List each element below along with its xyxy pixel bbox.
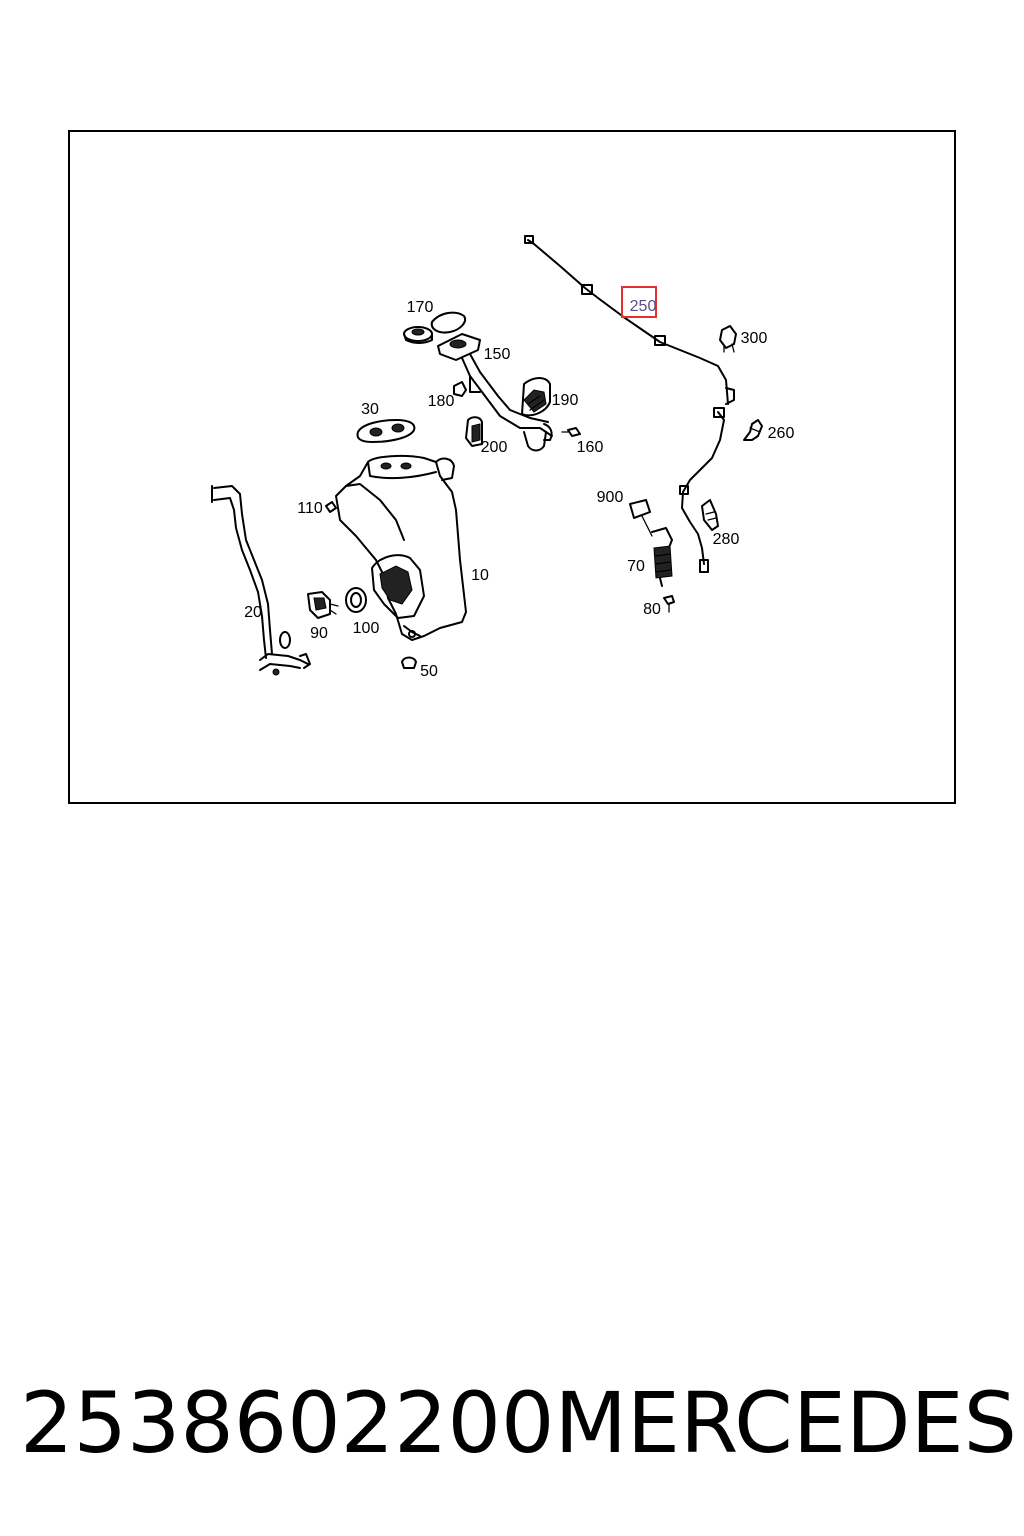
callout-900[interactable]: 900 bbox=[597, 489, 624, 506]
part-160-screw[interactable] bbox=[561, 427, 581, 437]
part-180-fastener[interactable] bbox=[453, 381, 467, 397]
part-110-screw[interactable] bbox=[325, 501, 337, 513]
callout-180[interactable]: 180 bbox=[428, 393, 455, 410]
callout-190[interactable]: 190 bbox=[552, 392, 579, 409]
callout-20[interactable]: 20 bbox=[244, 604, 262, 621]
diagram-frame bbox=[68, 130, 956, 804]
callout-10[interactable]: 10 bbox=[471, 567, 489, 584]
part-90-sensor[interactable] bbox=[307, 591, 339, 619]
callout-280[interactable]: 280 bbox=[713, 531, 740, 548]
part-20-tube[interactable] bbox=[211, 485, 311, 676]
highlight-box-250 bbox=[621, 286, 657, 318]
callout-110[interactable]: 110 bbox=[297, 500, 323, 517]
part-300-clip[interactable] bbox=[719, 325, 737, 353]
caption-bar: 2538602200 MERCEDES bbox=[20, 1368, 1017, 1478]
part-170-seal[interactable] bbox=[430, 311, 466, 334]
callout-300[interactable]: 300 bbox=[741, 330, 768, 347]
callout-50[interactable]: 50 bbox=[420, 663, 438, 680]
part-number: 2538602200 bbox=[20, 1374, 555, 1472]
brand-name: MERCEDES bbox=[554, 1374, 1017, 1472]
callout-80[interactable]: 80 bbox=[643, 601, 661, 618]
callout-250[interactable]: 250 bbox=[630, 298, 657, 315]
callout-200[interactable]: 200 bbox=[481, 439, 508, 456]
callout-260[interactable]: 260 bbox=[768, 425, 795, 442]
part-70-pump[interactable] bbox=[651, 527, 673, 587]
callout-70[interactable]: 70 bbox=[627, 558, 645, 575]
part-190-shield[interactable] bbox=[521, 377, 551, 417]
callout-30[interactable]: 30 bbox=[361, 401, 379, 418]
part-900-connector[interactable] bbox=[629, 499, 653, 537]
part-280-connector[interactable] bbox=[701, 499, 719, 531]
part-80-screw[interactable] bbox=[663, 595, 675, 613]
callout-90[interactable]: 90 bbox=[310, 625, 328, 642]
callout-160[interactable]: 160 bbox=[577, 439, 604, 456]
part-170-cap[interactable] bbox=[403, 326, 433, 344]
part-50-plug[interactable] bbox=[401, 656, 417, 669]
part-30-gasket[interactable] bbox=[356, 419, 416, 443]
callout-100[interactable]: 100 bbox=[353, 620, 380, 637]
callout-150[interactable]: 150 bbox=[484, 346, 511, 363]
part-200-seal[interactable] bbox=[465, 416, 483, 447]
part-100-grommet[interactable] bbox=[345, 587, 367, 613]
callout-labels: 170 150 250 300 30 180 190 260 200 160 900 110 280 10… bbox=[244, 298, 794, 680]
callout-170[interactable]: 170 bbox=[407, 299, 434, 316]
part-150-filler-neck[interactable] bbox=[437, 333, 553, 452]
part-10-reservoir[interactable] bbox=[335, 454, 467, 641]
part-260-bracket[interactable] bbox=[743, 419, 763, 441]
